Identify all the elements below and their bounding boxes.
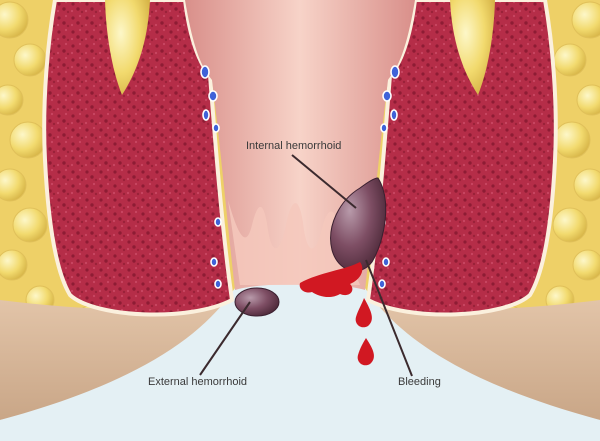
- fat-globule: [0, 168, 27, 202]
- fat-globule: [552, 207, 588, 243]
- fat-globule: [573, 168, 600, 202]
- blood-drop-2: [357, 338, 374, 366]
- label-bleeding: Bleeding: [398, 376, 441, 388]
- veins-left: [200, 65, 222, 289]
- fat-globule: [0, 1, 29, 39]
- fat-globule: [553, 43, 587, 77]
- label-external-hemorrhoid: External hemorrhoid: [148, 376, 248, 388]
- fat-globule: [553, 121, 591, 159]
- pointer-bleeding: [365, 259, 413, 377]
- skin-right: [365, 300, 600, 420]
- fat-globule: [572, 249, 600, 281]
- internal-hemorrhoid: [330, 177, 387, 272]
- external-hemorrhoid: [234, 287, 280, 317]
- fat-notch-right: [450, 0, 495, 95]
- fat-globule: [9, 121, 47, 159]
- fat-globule: [0, 84, 24, 116]
- blood-pool: [299, 262, 363, 298]
- fat-globule: [13, 43, 47, 77]
- label-internal-hemorrhoid: Internal hemorrhoid: [246, 140, 342, 152]
- anal-opening: [0, 282, 600, 441]
- skin-left: [0, 300, 235, 420]
- anal-columns: [228, 200, 360, 285]
- pointer-internal: [291, 154, 357, 209]
- blood-drop-1: [355, 298, 372, 328]
- fat-globule: [576, 84, 600, 116]
- fat-globule: [0, 249, 28, 281]
- fat-globule: [571, 1, 600, 39]
- fat-globule: [12, 207, 48, 243]
- fat-notch-left: [105, 0, 150, 95]
- pointer-external: [199, 301, 251, 376]
